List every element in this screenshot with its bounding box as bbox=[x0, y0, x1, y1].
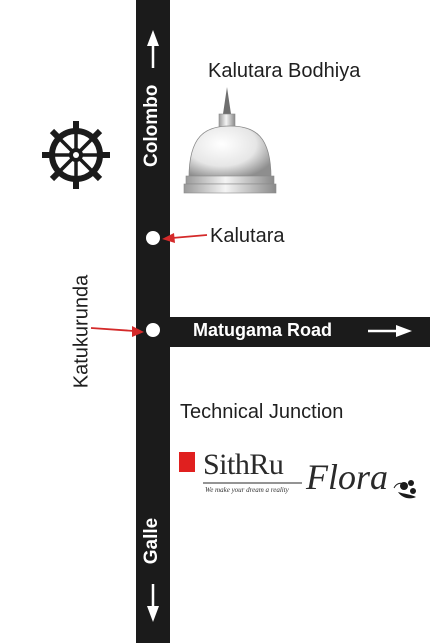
white-arrow-icon bbox=[147, 30, 412, 622]
logo-sithru: SithRu bbox=[203, 448, 284, 481]
stupa-icon bbox=[183, 87, 277, 194]
kalutara-marker bbox=[146, 231, 160, 245]
road-label-matugama: Matugama Road bbox=[193, 320, 333, 340]
red-arrow-icon bbox=[90, 233, 208, 337]
place-label-bodhiya: Kalutara Bodhiya bbox=[208, 60, 361, 82]
dharma-wheel-icon bbox=[42, 121, 110, 189]
logo-tagline: We make your dream a reality bbox=[205, 486, 289, 494]
logo-mark-icon bbox=[179, 452, 195, 472]
katukurunda-marker bbox=[146, 323, 160, 337]
place-label-technical-junction: Technical Junction bbox=[180, 401, 344, 423]
place-label-kalutara: Kalutara bbox=[210, 225, 285, 247]
logo-flora: Flora bbox=[306, 457, 389, 497]
main-road bbox=[136, 0, 170, 643]
